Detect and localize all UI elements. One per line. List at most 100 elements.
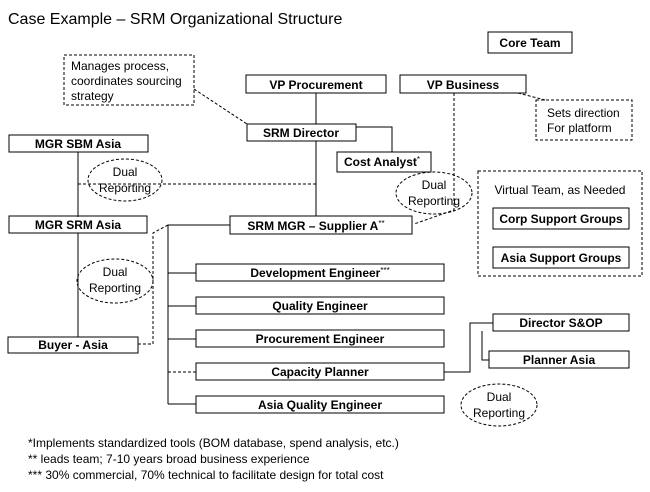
- dual-reporting-1: Dual Reporting: [87, 158, 163, 202]
- planner-asia-label: Planner Asia: [523, 353, 596, 367]
- footnote-2: ** leads team; 7-10 years broad business…: [28, 452, 310, 466]
- cost-analyst-label: Cost Analyst: [344, 155, 417, 169]
- director-sop-box: [492, 313, 630, 332]
- mgr-srm-asia-node: MGR SRM Asia: [8, 215, 148, 234]
- development-engineer-box: [195, 263, 445, 282]
- procurement-engineer-label: Procurement Engineer: [256, 332, 385, 346]
- buyer-to-team-dash: [138, 224, 169, 345]
- srm-director-label: SRM Director: [263, 126, 339, 140]
- dual-reporting-2: Dual Reporting: [395, 171, 473, 215]
- dual-reporting-4-line-2: Reporting: [473, 406, 525, 420]
- dual-reporting-2-shape: [395, 171, 473, 215]
- director-sop-label: Director S&OP: [519, 316, 602, 330]
- capacity-planner-label: Capacity Planner: [271, 365, 369, 379]
- quality-engineer-box: [195, 296, 445, 315]
- mgr-srm-asia-label: MGR SRM Asia: [35, 218, 122, 232]
- srm-mgr-supplier-label: SRM MGR – Supplier A: [247, 219, 378, 233]
- vp-procurement-node: VP Procurement: [245, 74, 387, 94]
- vp-business-label: VP Business: [427, 78, 500, 92]
- cost-analyst-box: [336, 151, 432, 173]
- virtual-team-frame: [477, 170, 643, 277]
- development-engineer-label: Development Engineer: [250, 266, 380, 280]
- capacity-planner-node: Capacity Planner: [195, 362, 445, 381]
- vp-business-to-srm-mgr-dash: [413, 93, 455, 225]
- sets-direction-note: Sets direction For platform: [535, 99, 633, 141]
- asia-quality-engineer-label: Asia Quality Engineer: [258, 398, 382, 412]
- dual-reporting-3-shape: [76, 258, 154, 304]
- cost-analyst-footnote-mark: *: [417, 155, 420, 164]
- dual-reporting-1-shape: [87, 158, 163, 202]
- mgr-sbm-asia-label: MGR SBM Asia: [35, 137, 122, 151]
- sets-direction-pointer: [517, 92, 546, 101]
- srm-mgr-supplier-text: SRM MGR – Supplier A**: [247, 219, 384, 233]
- dual-reporting-1-line-2: Reporting: [99, 181, 151, 195]
- planner-asia-node: Planner Asia: [488, 350, 630, 369]
- manages-note-pointer: [193, 88, 248, 125]
- dual-reporting-3-line-2: Reporting: [89, 281, 141, 295]
- srm-mgr-supplier-box: [229, 215, 413, 235]
- asia-quality-engineer-node: Asia Quality Engineer: [195, 395, 445, 414]
- dual-reporting-2-line-2: Reporting: [408, 194, 460, 208]
- vp-business-box: [399, 74, 527, 94]
- vp-business-node: VP Business: [399, 74, 527, 94]
- buyer-asia-node: Buyer - Asia: [7, 336, 139, 354]
- capacity-to-director-sop-line: [444, 322, 493, 373]
- vp-procurement-box: [245, 74, 387, 94]
- sets-line-2: For platform: [547, 121, 612, 135]
- corp-support-groups-label: Corp Support Groups: [499, 212, 623, 226]
- quality-engineer-node: Quality Engineer: [195, 296, 445, 315]
- sop-to-planner-line: [481, 331, 489, 361]
- srm-mgr-supplier-node: SRM MGR – Supplier A**: [229, 215, 413, 235]
- development-engineer-text: Development Engineer***: [250, 266, 389, 280]
- asia-support-groups-box: [492, 246, 630, 269]
- procurement-engineer-node: Procurement Engineer: [195, 329, 445, 348]
- development-engineer-footnote-mark: ***: [380, 266, 389, 275]
- manages-line-1: Manages process,: [71, 59, 169, 73]
- buyer-asia-label: Buyer - Asia: [38, 338, 108, 352]
- dual-reporting-3-line-1: Dual: [103, 265, 128, 279]
- procurement-engineer-box: [195, 329, 445, 348]
- manages-process-note: Manages process, coordinates sourcing st…: [63, 54, 195, 106]
- sets-line-1: Sets direction: [547, 106, 620, 120]
- core-team-node: Core Team: [487, 31, 573, 54]
- quality-engineer-label: Quality Engineer: [272, 299, 368, 313]
- cost-analyst-node: Cost Analyst*: [336, 151, 432, 173]
- development-engineer-node: Development Engineer***: [195, 263, 445, 282]
- manages-process-note-frame: [63, 54, 195, 106]
- buyer-asia-box: [7, 336, 139, 354]
- dashed-connectors: [78, 88, 546, 373]
- director-to-cost-analyst-line: [356, 126, 393, 152]
- dual-reporting-4-shape: [460, 383, 538, 427]
- capacity-planner-box: [195, 362, 445, 381]
- footnotes: *Implements standardized tools (BOM data…: [28, 436, 399, 482]
- core-team-label: Core Team: [499, 36, 560, 50]
- corp-support-groups-box: [492, 207, 630, 230]
- dual-reporting-1-line-1: Dual: [113, 165, 138, 179]
- dual-reporting-4: Dual Reporting: [460, 383, 538, 427]
- core-team-box: [487, 31, 573, 54]
- footnote-3: *** 30% commercial, 70% technical to fac…: [28, 468, 384, 482]
- footnote-1: *Implements standardized tools (BOM data…: [28, 436, 399, 450]
- manages-line-2: coordinates sourcing: [71, 74, 182, 88]
- dual-reporting-2-line-1: Dual: [422, 178, 447, 192]
- dual-reporting-4-line-1: Dual: [487, 390, 512, 404]
- mgr-srm-asia-box: [8, 215, 148, 234]
- virtual-team-group: Virtual Team, as Needed Corp Support Gro…: [477, 170, 643, 277]
- virtual-team-label: Virtual Team, as Needed: [495, 183, 626, 197]
- cost-analyst-text: Cost Analyst*: [344, 155, 420, 169]
- planner-asia-box: [488, 350, 630, 369]
- mgr-sbm-asia-box: [8, 134, 149, 153]
- page-title: Case Example – SRM Organizational Struct…: [8, 11, 342, 28]
- srm-director-node: SRM Director: [246, 123, 357, 142]
- manages-line-3: strategy: [71, 89, 114, 103]
- sets-direction-note-frame: [535, 99, 633, 141]
- vp-procurement-label: VP Procurement: [269, 78, 362, 92]
- asia-support-groups-label: Asia Support Groups: [501, 251, 622, 265]
- asia-quality-engineer-box: [195, 395, 445, 414]
- mgr-sbm-asia-node: MGR SBM Asia: [8, 134, 149, 153]
- director-sop-node: Director S&OP: [492, 313, 630, 332]
- srm-director-box: [246, 123, 357, 142]
- srm-mgr-supplier-footnote-mark: **: [378, 219, 384, 228]
- dual-reporting-3: Dual Reporting: [76, 258, 154, 304]
